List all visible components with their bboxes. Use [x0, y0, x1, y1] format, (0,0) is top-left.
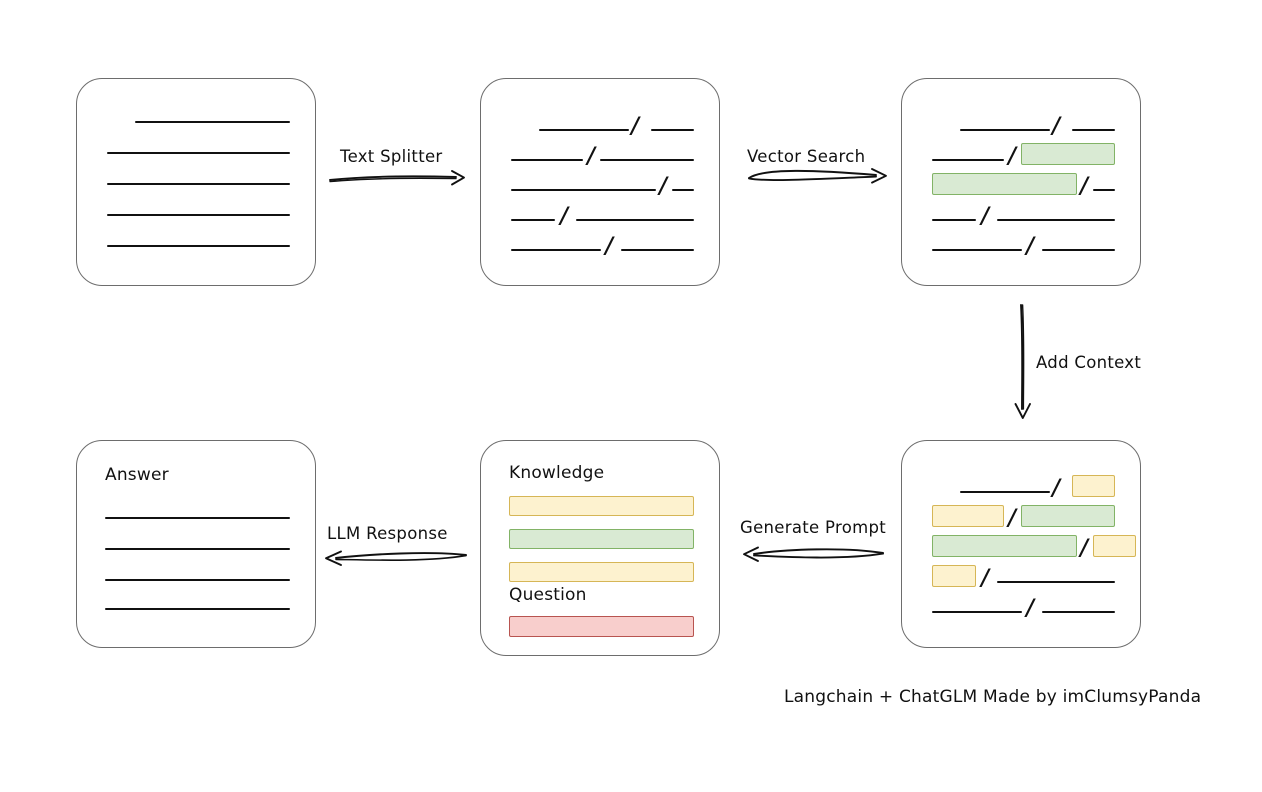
answer-line: [105, 548, 290, 550]
chunk-separator-slash: /: [631, 113, 640, 139]
doc-line: [107, 152, 290, 154]
chunk-line: [960, 129, 1050, 131]
context-highlight-yellow: [1093, 535, 1136, 557]
knowledge-bar-yellow: [509, 496, 694, 516]
chunk-line: [932, 219, 976, 221]
chunk-line: [511, 249, 601, 251]
doc-line: [107, 183, 290, 185]
answer-line: [105, 579, 290, 581]
arrow-generate-prompt: [743, 546, 884, 562]
chunk-separator-slash: /: [587, 143, 596, 169]
question-bar-red: [509, 616, 694, 637]
edge-label-generate-prompt: Generate Prompt: [740, 518, 886, 537]
context-highlight-yellow: [1072, 475, 1115, 497]
chunk-line: [511, 159, 583, 161]
chunk-separator-slash: /: [659, 173, 668, 199]
edge-label-vector-search: Vector Search: [747, 147, 866, 166]
answer-label: Answer: [105, 465, 169, 485]
chunk-line: [932, 249, 1022, 251]
chunk-separator-slash: /: [981, 565, 990, 591]
context-highlight-yellow: [932, 565, 976, 587]
doc-line: [107, 214, 290, 216]
chunk-line: [997, 581, 1115, 583]
match-highlight-green: [932, 173, 1077, 195]
chunk-line: [511, 219, 555, 221]
chunk-line: [997, 219, 1115, 221]
edge-label-text-splitter: Text Splitter: [340, 147, 443, 166]
node-split-chunks[interactable]: / / / / /: [480, 78, 720, 286]
chunk-separator-slash: /: [981, 203, 990, 229]
context-highlight-yellow: [932, 505, 1004, 527]
chunk-line: [600, 159, 694, 161]
edge-label-add-context: Add Context: [1036, 353, 1142, 372]
answer-line: [105, 608, 290, 610]
chunk-line: [932, 159, 1004, 161]
edge-label-llm-response: LLM Response: [327, 524, 448, 543]
chunk-line: [932, 611, 1022, 613]
node-prompt[interactable]: Knowledge Question: [480, 440, 720, 656]
knowledge-bar-green: [509, 529, 694, 549]
chunk-separator-slash: /: [1026, 233, 1035, 259]
node-source-document[interactable]: [76, 78, 316, 286]
chunk-line: [651, 129, 694, 131]
match-highlight-green: [1021, 505, 1115, 527]
chunk-line: [511, 189, 656, 191]
prompt-knowledge-label: Knowledge: [509, 463, 605, 483]
arrow-vector-search: [748, 168, 887, 184]
knowledge-bar-yellow: [509, 562, 694, 582]
chunk-separator-slash: /: [1026, 595, 1035, 621]
chunk-separator-slash: /: [1008, 143, 1017, 169]
doc-line: [135, 121, 290, 123]
chunk-separator-slash: /: [1052, 113, 1061, 139]
doc-line: [107, 245, 290, 247]
node-answer[interactable]: Answer: [76, 440, 316, 648]
node-context-augmented[interactable]: / / / / /: [901, 440, 1141, 648]
prompt-question-label: Question: [509, 585, 587, 605]
node-vector-matches[interactable]: / / / / /: [901, 78, 1141, 286]
chunk-separator-slash: /: [560, 203, 569, 229]
chunk-line: [621, 249, 694, 251]
match-highlight-green: [1021, 143, 1115, 165]
chunk-separator-slash: /: [1052, 475, 1061, 501]
arrow-llm-response: [325, 550, 467, 566]
chunk-separator-slash: /: [1080, 535, 1089, 561]
chunk-line: [1072, 129, 1115, 131]
match-highlight-green: [932, 535, 1077, 557]
chunk-separator-slash: /: [1008, 505, 1017, 531]
diagram-caption: Langchain + ChatGLM Made by imClumsyPand…: [784, 687, 1202, 707]
answer-line: [105, 517, 290, 519]
chunk-line: [1093, 189, 1115, 191]
chunk-separator-slash: /: [605, 233, 614, 259]
chunk-line: [1042, 611, 1115, 613]
chunk-line: [960, 491, 1050, 493]
chunk-line: [576, 219, 694, 221]
chunk-line: [539, 129, 629, 131]
chunk-line: [1042, 249, 1115, 251]
arrow-text-splitter: [329, 170, 465, 186]
arrow-add-context: [1014, 304, 1031, 419]
chunk-line: [672, 189, 694, 191]
chunk-separator-slash: /: [1080, 173, 1089, 199]
